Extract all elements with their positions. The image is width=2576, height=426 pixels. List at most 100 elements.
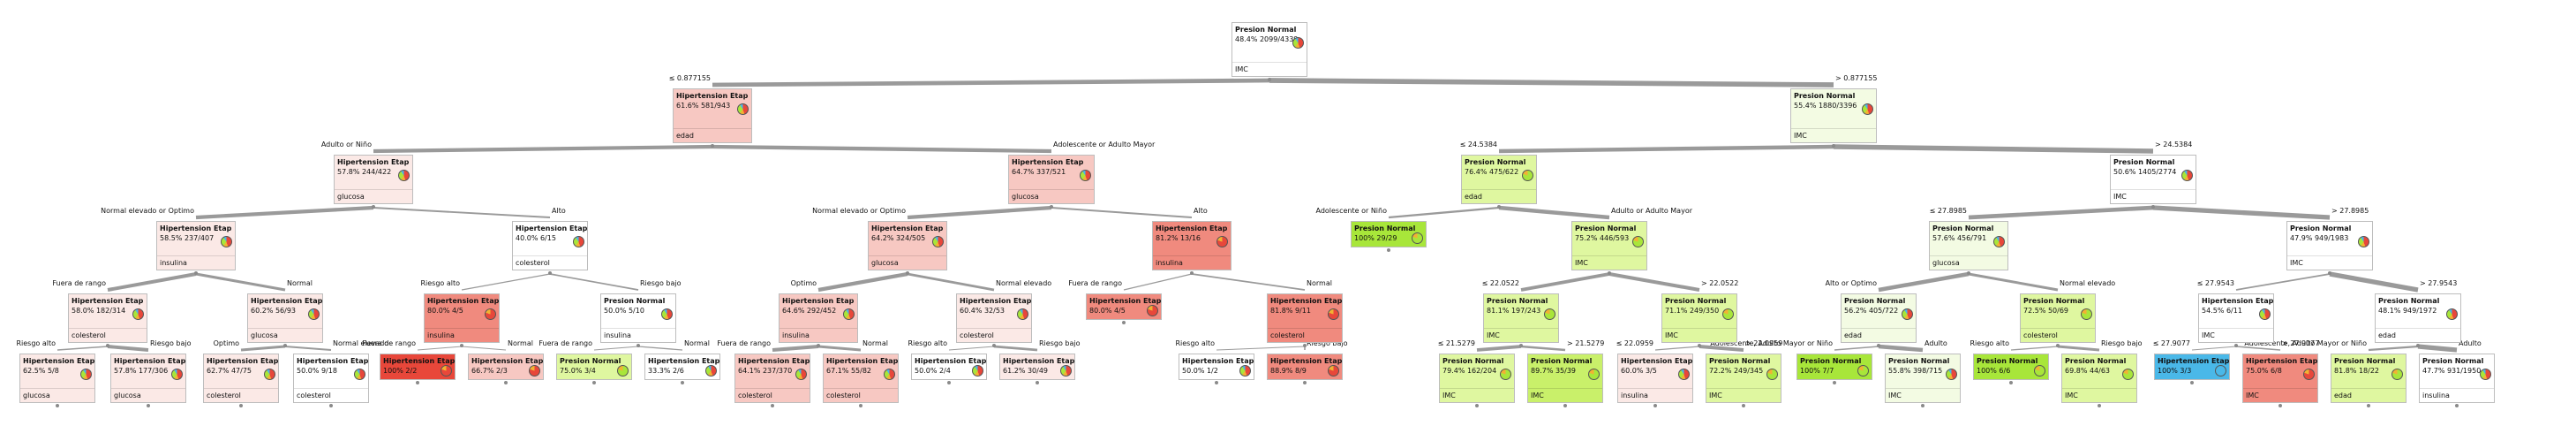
collapse-handle[interactable] <box>1303 381 1307 384</box>
collapse-handle[interactable] <box>947 381 951 384</box>
collapse-handle[interactable] <box>2190 381 2194 384</box>
collapse-handle[interactable] <box>1832 144 1835 148</box>
collapse-handle[interactable] <box>2056 344 2060 347</box>
collapse-handle[interactable] <box>1653 404 1657 407</box>
collapse-handle[interactable] <box>1833 381 1836 384</box>
collapse-handle[interactable] <box>1519 344 1523 347</box>
collapse-handle[interactable] <box>1698 344 1701 347</box>
collapse-handle[interactable] <box>817 344 820 347</box>
collapse-handle[interactable] <box>1303 344 1307 347</box>
collapse-handle[interactable] <box>2328 271 2331 275</box>
collapse-handle[interactable] <box>1215 381 1218 384</box>
collapse-handle[interactable] <box>906 271 909 275</box>
collapse-handle[interactable] <box>1122 321 1126 324</box>
collapse-handle[interactable] <box>2416 344 2420 347</box>
collapse-handle[interactable] <box>416 381 419 384</box>
collapse-handle[interactable] <box>1921 404 1924 407</box>
collapse-handle[interactable] <box>1050 205 1053 209</box>
collapse-handle[interactable] <box>636 344 640 347</box>
collapse-handle[interactable] <box>56 404 59 407</box>
collapse-handle[interactable] <box>106 344 109 347</box>
collapse-handle[interactable] <box>504 381 508 384</box>
collapse-handle[interactable] <box>194 271 198 275</box>
collapse-handle[interactable] <box>1190 271 1194 275</box>
collapse-handle[interactable] <box>2151 205 2155 209</box>
collapse-handle[interactable] <box>2098 404 2101 407</box>
collapse-handle[interactable] <box>548 271 552 275</box>
collapse-handle[interactable] <box>711 144 714 148</box>
collapse-handle[interactable] <box>681 381 684 384</box>
collapse-handle[interactable] <box>992 344 996 347</box>
collapse-handle[interactable] <box>1475 404 1479 407</box>
collapse-handle[interactable] <box>239 404 243 407</box>
collapse-handle[interactable] <box>1967 271 1970 275</box>
collapse-handle[interactable] <box>859 404 862 407</box>
collapse-handle[interactable] <box>372 205 375 209</box>
collapse-handle[interactable] <box>1036 381 1039 384</box>
collapse-handle[interactable] <box>1497 205 1501 209</box>
collapse-handle[interactable] <box>1268 78 1271 81</box>
collapse-handle[interactable] <box>1742 404 1745 407</box>
collapse-handle[interactable] <box>2234 344 2238 347</box>
collapse-handle[interactable] <box>2278 404 2282 407</box>
collapse-handle[interactable] <box>592 381 596 384</box>
collapse-handle[interactable] <box>2367 404 2370 407</box>
collapse-handle[interactable] <box>1608 271 1611 275</box>
collapse-handle[interactable] <box>1387 248 1390 252</box>
collapse-handle[interactable] <box>2009 381 2013 384</box>
collapse-handle[interactable] <box>283 344 287 347</box>
collapse-handle[interactable] <box>329 404 333 407</box>
collapse-handle[interactable] <box>771 404 774 407</box>
collapse-handle[interactable] <box>1563 404 1567 407</box>
collapse-handle[interactable] <box>147 404 150 407</box>
